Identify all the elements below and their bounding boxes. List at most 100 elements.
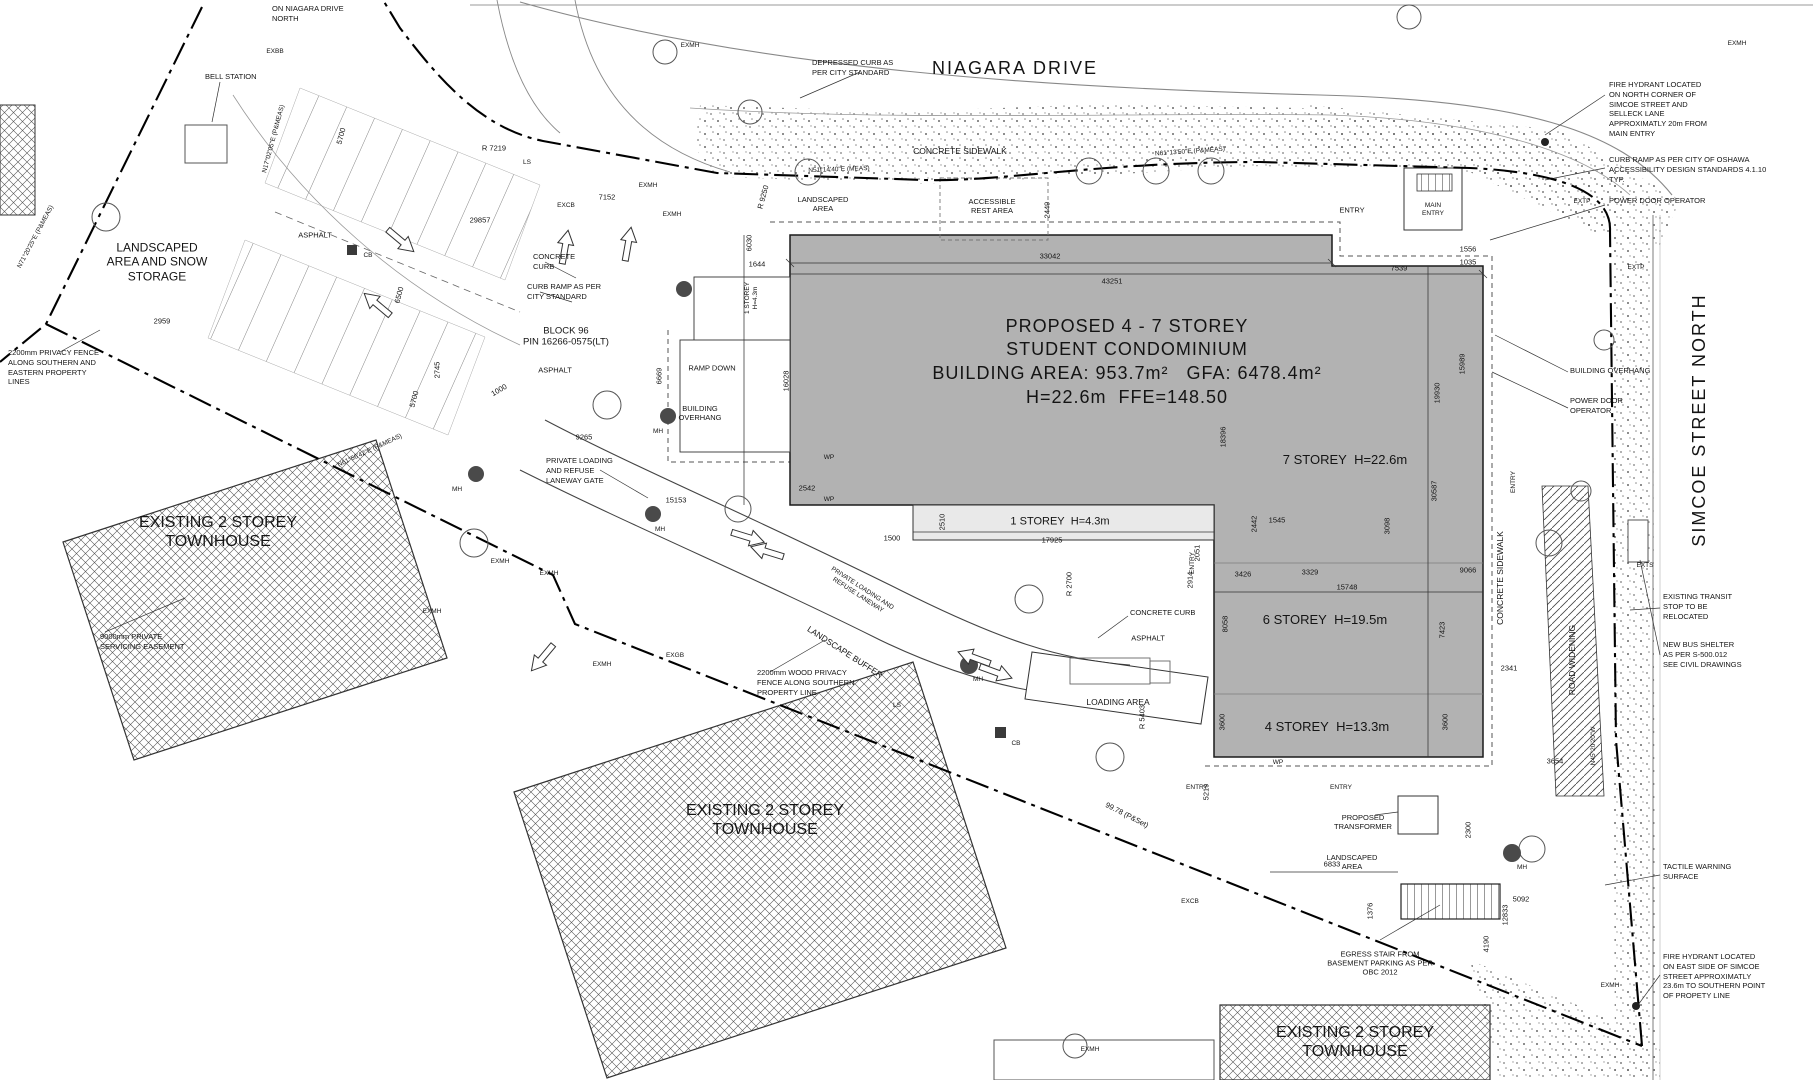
wp-label: WP bbox=[823, 454, 835, 462]
ramp-area bbox=[679, 339, 791, 453]
leader-lines bbox=[59, 71, 1661, 1006]
label-loading-area: LOADING AREA bbox=[1086, 696, 1150, 707]
townhouse-south bbox=[513, 661, 1007, 1079]
note-bell-station: BELL STATION bbox=[205, 72, 257, 81]
dim-1500: 1500 bbox=[883, 533, 901, 543]
building-title-2: STUDENT CONDOMINIUM bbox=[1006, 339, 1248, 360]
dim-16028: 16028 bbox=[781, 370, 791, 392]
storey-6-label: 6 STOREY H=19.5m bbox=[1262, 612, 1388, 628]
dim-15748: 15748 bbox=[1336, 582, 1358, 592]
exmh-label: EXMH bbox=[539, 570, 559, 578]
label-asphalt-1: ASPHALT bbox=[298, 230, 332, 240]
wp-label: WP bbox=[1272, 759, 1284, 767]
dim-9066: 9066 bbox=[1459, 565, 1477, 575]
note-bus-shelter: NEW BUS SHELTER AS PER S-500.012 SEE CIV… bbox=[1663, 640, 1742, 669]
snow-storage-label: LANDSCAPED AREA AND SNOW STORAGE bbox=[106, 240, 208, 284]
parking-aisle-line bbox=[274, 211, 521, 313]
exgb-label: EXGB bbox=[665, 652, 685, 660]
ls-label: LS bbox=[523, 159, 531, 167]
dim-15989: 15989 bbox=[1457, 353, 1467, 375]
exmh-label: EXMH bbox=[490, 558, 510, 566]
sidewalk-stipple-se bbox=[1470, 960, 1660, 1080]
building-title-4: H=22.6m FFE=148.50 bbox=[1025, 387, 1229, 408]
note-fire-hydrant-se: FIRE HYDRANT LOCATED ON EAST SIDE OF SIM… bbox=[1663, 952, 1766, 1000]
dim-1035: 1035 bbox=[1459, 257, 1477, 267]
note-power-door-e: POWER DOOR OPERATOR bbox=[1570, 396, 1623, 415]
note-building-overhang-left: BUILDING OVERHANG bbox=[678, 404, 722, 422]
dim-3654: 3654 bbox=[1546, 756, 1564, 766]
building-title-1: PROPOSED 4 - 7 STOREY bbox=[1005, 316, 1249, 337]
block96-label: BLOCK 96 PIN 16266-0575(LT) bbox=[523, 325, 609, 348]
niagara-curb-inner bbox=[689, 107, 1631, 196]
exts-label: EXTS bbox=[1636, 562, 1654, 570]
dim-2914: 2914 bbox=[1185, 571, 1195, 589]
building-outline-bottom bbox=[993, 1039, 1215, 1080]
egress-stair bbox=[1400, 883, 1501, 920]
note-curb-ramp-oshawa: CURB RAMP AS PER CITY OF OSHAWA ACCESSIB… bbox=[1609, 155, 1767, 184]
dim-5219: 5219 bbox=[1201, 783, 1211, 801]
mh-label: MH bbox=[1516, 864, 1528, 872]
note-tactile: TACTILE WARNING SURFACE bbox=[1663, 862, 1732, 881]
dim-2959: 2959 bbox=[153, 316, 171, 326]
street-niagara-drive: NIAGARA DRIVE bbox=[931, 58, 1099, 79]
note-curb-ramp-city: CURB RAMP AS PER CITY STANDARD bbox=[527, 282, 602, 301]
label-main-entry: MAIN ENTRY bbox=[1422, 202, 1444, 217]
dim-3600-a: 3600 bbox=[1217, 713, 1227, 731]
dim-8058: 8058 bbox=[1220, 615, 1230, 633]
dim-2051: 2051 bbox=[1192, 544, 1202, 562]
dim-3426: 3426 bbox=[1234, 569, 1252, 579]
parking-bank-1 bbox=[264, 87, 541, 281]
bearing-se: N45°20'20"W bbox=[1590, 726, 1598, 766]
bell-station-box bbox=[184, 124, 228, 164]
bus-shelter-box bbox=[1627, 519, 1649, 563]
utility-marks bbox=[347, 138, 1640, 1010]
note-fence-wood: 2200mm WOOD PRIVACY FENCE ALONG SOUTHERN… bbox=[757, 668, 855, 697]
driveway-curve1 bbox=[574, 0, 731, 173]
note-landscaped-top: LANDSCAPED AREA bbox=[797, 195, 849, 213]
dim-3098: 3098 bbox=[1382, 517, 1392, 535]
dim-1376: 1376 bbox=[1365, 902, 1375, 920]
wp-label: WP bbox=[823, 496, 835, 504]
dim-r7219: R 7219 bbox=[481, 143, 507, 153]
storey-7-label: 7 STOREY H=22.6m bbox=[1282, 452, 1408, 468]
ls-label: LS bbox=[893, 702, 901, 710]
dim-2341: 2341 bbox=[1500, 663, 1518, 673]
laneway-edge-north bbox=[544, 419, 1131, 666]
dim-15153: 15153 bbox=[665, 495, 687, 505]
note-concrete-curb-1: CONCRETE CURB bbox=[533, 252, 576, 271]
dim-r2700: R 2700 bbox=[1064, 571, 1074, 597]
label-concrete-sidewalk-v: CONCRETE SIDEWALK bbox=[1494, 531, 1505, 625]
dim-2442: 2442 bbox=[1249, 515, 1259, 533]
townhouse-southeast bbox=[1219, 1004, 1491, 1080]
dim-7539: 7539 bbox=[1390, 263, 1408, 273]
note-fence-se: 2200mm PRIVACY FENCE ALONG SOUTHERN AND … bbox=[8, 348, 99, 387]
exmh-label: EXMH bbox=[592, 661, 612, 669]
note-building-overhang-e: BUILDING OVERHANG bbox=[1570, 366, 1651, 375]
note-depressed-curb: DEPRESSED CURB AS PER CITY STANDARD bbox=[812, 58, 894, 77]
mh-label: MH bbox=[652, 428, 664, 436]
truck-cab bbox=[1149, 660, 1171, 684]
dim-29857: 29857 bbox=[469, 215, 491, 225]
label-entry-top: ENTRY bbox=[1339, 205, 1365, 215]
label-ramp-down: RAMP DOWN bbox=[688, 363, 736, 373]
townhouse-west bbox=[62, 439, 448, 761]
note-concrete-curb-2: CONCRETE CURB bbox=[1130, 608, 1196, 617]
dim-12833: 12833 bbox=[1500, 904, 1510, 926]
label-asphalt-3: ASPHALT bbox=[1131, 633, 1165, 643]
mh-label: MH bbox=[654, 526, 666, 534]
storey-1-vertical-label: 1 STOREY H=4.3m bbox=[744, 281, 759, 315]
dim-19930: 19930 bbox=[1432, 382, 1442, 404]
cb-label: CB bbox=[1011, 740, 1021, 748]
mh-label: MH bbox=[972, 676, 984, 684]
exmh-label: EXMH bbox=[422, 608, 442, 616]
building-overhang-line bbox=[770, 221, 1493, 767]
dim-2449: 2449 bbox=[1042, 201, 1052, 219]
dim-3600-b: 3600 bbox=[1440, 713, 1450, 731]
dim-5092: 5092 bbox=[1512, 894, 1530, 904]
dim-2542: 2542 bbox=[798, 483, 816, 493]
dimension-lines bbox=[743, 235, 1488, 873]
townhouse-west-label: EXISTING 2 STOREY TOWNHOUSE bbox=[139, 513, 297, 550]
excb-label: EXCB bbox=[557, 202, 575, 210]
loading-area-pad bbox=[1024, 651, 1209, 725]
